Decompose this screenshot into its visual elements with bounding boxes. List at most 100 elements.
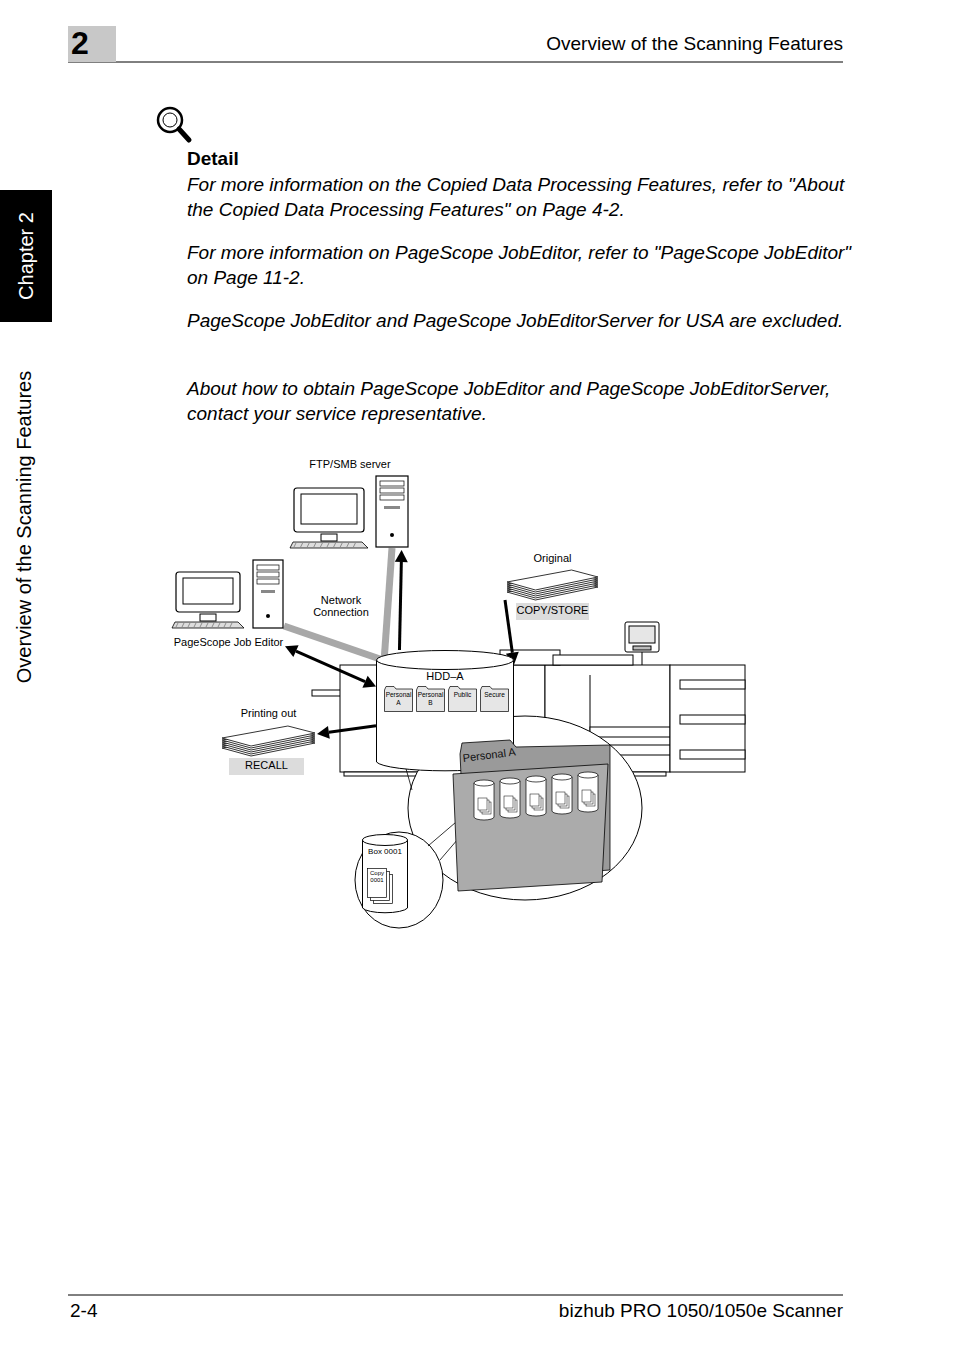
large-tray xyxy=(680,750,745,759)
key-row xyxy=(224,623,226,627)
connector-line xyxy=(399,562,401,650)
mini-box xyxy=(474,783,494,820)
detail-heading: Detail xyxy=(187,147,239,171)
sheet xyxy=(507,570,598,590)
key-row xyxy=(230,623,232,627)
folder-shape xyxy=(449,687,477,712)
power-button xyxy=(390,533,394,537)
cylinder-top xyxy=(377,651,514,670)
node-shape xyxy=(480,686,509,712)
right-module xyxy=(670,665,745,772)
large-tray xyxy=(680,680,745,689)
mode-band: RECALL xyxy=(229,758,304,775)
folder-front xyxy=(453,764,608,891)
paper-tray xyxy=(590,727,670,737)
black-tab xyxy=(0,190,52,322)
mini-box-top xyxy=(500,778,520,784)
key-row xyxy=(327,543,329,547)
power-button xyxy=(266,614,270,618)
network-line xyxy=(384,548,392,662)
keyboard xyxy=(290,542,368,548)
key-row xyxy=(314,543,316,547)
chapter-number-box: 2 xyxy=(68,26,116,62)
node-shape xyxy=(290,458,410,550)
mini-box-top xyxy=(578,772,598,778)
folder-shape xyxy=(481,687,509,712)
connector xyxy=(395,550,408,650)
page-number: 2-4 xyxy=(70,1300,97,1322)
key-row xyxy=(218,623,220,627)
node-shape xyxy=(172,560,285,664)
node-text: Personal B xyxy=(416,691,445,707)
node-shape xyxy=(448,686,477,712)
node-text: 2 xyxy=(71,26,89,60)
cylinder-body xyxy=(363,840,408,913)
drive-bay xyxy=(257,572,279,577)
key-row xyxy=(353,543,355,547)
monitor-stand xyxy=(200,614,216,621)
floppy-slot xyxy=(384,506,400,509)
node-text: Secure xyxy=(480,691,509,699)
key-row xyxy=(294,543,296,547)
node-text: Public xyxy=(448,691,477,699)
large-tray xyxy=(680,715,745,724)
side-title: Overview of the Scanning Features xyxy=(12,371,36,683)
mini-page xyxy=(556,792,565,804)
connector-line xyxy=(505,600,512,653)
handle xyxy=(179,129,189,140)
document-pages: Copy 0001 xyxy=(367,868,393,904)
mini-page xyxy=(504,796,513,808)
node-text: FTP/SMB server xyxy=(290,458,410,471)
server-computer: FTP/SMB server xyxy=(290,458,410,550)
mini-box-top xyxy=(526,776,546,782)
mini-page xyxy=(582,790,591,802)
key-row xyxy=(334,543,336,547)
box-folder: Secure xyxy=(480,686,509,712)
paper-stack: Original xyxy=(505,552,600,600)
screen xyxy=(183,578,233,604)
box-folder: Personal A xyxy=(384,686,413,712)
exit-tray xyxy=(312,690,342,696)
connector xyxy=(285,645,376,687)
paper-stack: Printing out xyxy=(220,707,317,752)
key-row xyxy=(301,543,303,547)
mini-box xyxy=(526,779,546,816)
key-row xyxy=(307,543,309,547)
mini-box-top xyxy=(552,774,572,780)
connector-line xyxy=(296,651,365,682)
node-text: Personal A xyxy=(384,691,413,707)
node-text: Original xyxy=(505,552,600,565)
key-row xyxy=(176,623,178,627)
mini-box xyxy=(552,777,572,814)
arrowhead xyxy=(395,550,408,562)
folder-shape xyxy=(385,687,413,712)
chapter-tab: Chapter 2 xyxy=(0,190,52,322)
panel-screen xyxy=(629,626,655,643)
key-row xyxy=(212,623,214,627)
panel-keys xyxy=(633,646,651,650)
connector xyxy=(317,726,376,739)
running-header: Overview of the Scanning Features xyxy=(546,33,843,55)
monitor xyxy=(176,572,240,612)
node-text: Printing out xyxy=(220,707,317,720)
key-row xyxy=(194,623,196,627)
lens-inner xyxy=(163,113,177,127)
node-text: Copy 0001 xyxy=(367,870,387,884)
arrowhead xyxy=(317,726,330,739)
box-cylinder: Box 0001Copy 0001 xyxy=(362,834,408,914)
page xyxy=(368,869,387,898)
box-folder: Personal B xyxy=(416,686,445,712)
edge-label: Network Connection xyxy=(302,594,380,618)
node-text: PageScope Job Editor xyxy=(172,636,285,649)
client-computer: PageScope Job Editor xyxy=(172,560,285,664)
arrowhead xyxy=(362,676,376,688)
grey-band xyxy=(229,758,304,775)
node-text: HDD–A xyxy=(376,670,514,683)
arrowhead xyxy=(285,645,299,657)
control-panel xyxy=(625,622,659,652)
header-rule xyxy=(68,62,843,63)
drive-bay xyxy=(380,495,404,500)
drive-bay xyxy=(257,579,279,584)
tower-case xyxy=(376,476,408,547)
